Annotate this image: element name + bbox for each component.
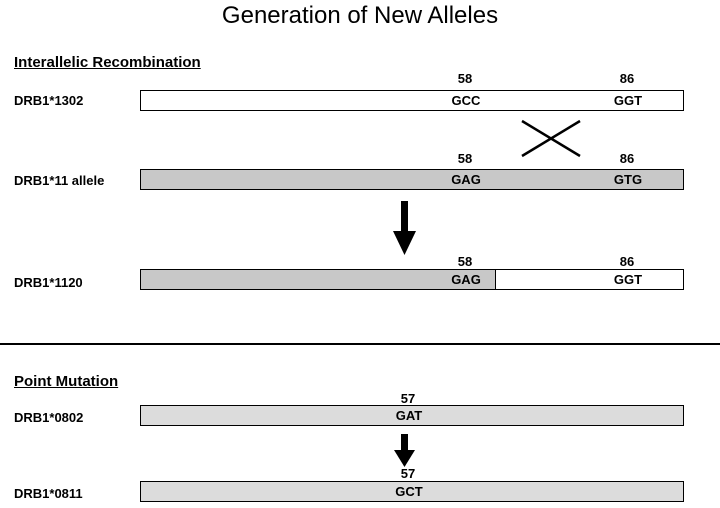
- codon-57: GCT: [395, 484, 423, 499]
- allele-label-1120: DRB1*1120: [14, 275, 83, 290]
- section-divider: [0, 343, 720, 345]
- codon-position-58: 58: [457, 151, 473, 166]
- codon-58: GAG: [451, 272, 481, 287]
- allele-bar-11: GAG GTG: [140, 169, 684, 190]
- codon-position-57: 57: [400, 391, 416, 406]
- allele-label-1302: DRB1*1302: [14, 93, 84, 108]
- allele-label-0802: DRB1*0802: [14, 410, 84, 425]
- allele-bar-1302: GCC GGT: [140, 90, 684, 111]
- allele-bar-0802: GAT: [140, 405, 684, 426]
- allele-label-0811: DRB1*0811: [14, 486, 83, 501]
- codon-position-57: 57: [400, 466, 416, 481]
- allele-label-11: DRB1*11 allele: [14, 173, 105, 188]
- allele-bar-0811: GCT: [140, 481, 684, 502]
- section-heading-mutation: Point Mutation: [14, 373, 119, 390]
- diagram-title: Generation of New Alleles: [221, 2, 499, 29]
- codon-position-58: 58: [457, 71, 473, 86]
- codon-58: GCC: [451, 93, 481, 108]
- codon-position-86: 86: [619, 254, 635, 269]
- codon-position-86: 86: [619, 71, 635, 86]
- crossover-icon: [521, 119, 581, 158]
- codon-86: GGT: [613, 272, 643, 287]
- recombinant-segment-11: [141, 270, 496, 289]
- codon-86: GGT: [613, 93, 643, 108]
- section-heading-recombination: Interallelic Recombination: [14, 54, 201, 71]
- codon-position-58: 58: [457, 254, 473, 269]
- arrow-down-icon: [393, 201, 416, 255]
- arrow-down-icon: [394, 434, 415, 467]
- codon-57: GAT: [395, 408, 423, 423]
- codon-86: GTG: [613, 172, 643, 187]
- codon-position-86: 86: [619, 151, 635, 166]
- codon-58: GAG: [451, 172, 481, 187]
- allele-bar-1120: GAG GGT: [140, 269, 684, 290]
